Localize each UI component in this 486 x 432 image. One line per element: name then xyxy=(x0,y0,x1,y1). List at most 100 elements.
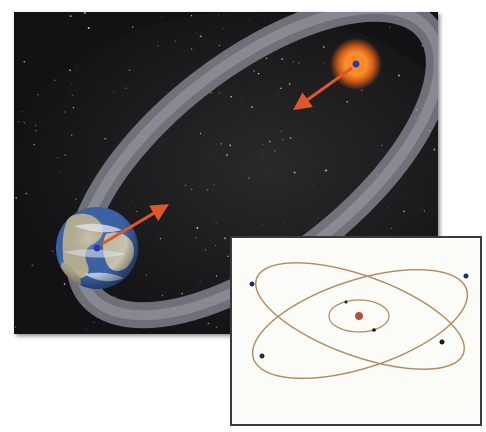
star xyxy=(298,62,300,64)
star xyxy=(207,322,210,325)
star xyxy=(54,79,56,82)
star xyxy=(215,245,217,246)
star xyxy=(390,122,391,124)
star xyxy=(204,249,206,251)
sun xyxy=(330,38,382,90)
star xyxy=(48,57,49,59)
star xyxy=(251,106,253,108)
central-body xyxy=(355,312,363,320)
star xyxy=(85,23,86,25)
star xyxy=(181,292,183,295)
star xyxy=(70,134,73,137)
star xyxy=(213,183,215,186)
star xyxy=(229,144,232,147)
earth xyxy=(56,207,138,289)
star xyxy=(421,45,423,47)
orbiting-body-4 xyxy=(259,353,265,359)
star xyxy=(225,154,228,156)
star xyxy=(237,147,239,148)
star xyxy=(421,207,423,209)
star xyxy=(63,72,65,74)
star xyxy=(108,124,109,126)
star xyxy=(35,124,37,126)
star xyxy=(69,69,71,72)
star xyxy=(114,296,116,298)
star xyxy=(128,69,131,71)
star xyxy=(248,19,250,21)
star xyxy=(14,326,17,328)
star xyxy=(196,33,197,34)
star xyxy=(46,295,47,296)
star xyxy=(433,148,436,151)
star xyxy=(64,111,66,113)
star xyxy=(104,137,106,140)
star xyxy=(153,20,155,22)
star xyxy=(215,222,217,224)
star xyxy=(199,35,202,38)
star xyxy=(280,130,282,132)
star xyxy=(268,140,271,143)
star xyxy=(201,174,203,176)
star xyxy=(219,92,221,94)
star xyxy=(21,121,23,122)
star xyxy=(145,274,148,276)
star xyxy=(69,15,72,17)
star xyxy=(31,264,34,267)
star xyxy=(137,51,139,53)
star xyxy=(18,120,20,123)
star xyxy=(130,125,132,127)
star xyxy=(199,132,202,135)
star xyxy=(280,87,282,90)
star xyxy=(166,92,168,94)
star xyxy=(43,63,45,65)
star xyxy=(191,188,193,190)
star xyxy=(215,326,218,329)
star xyxy=(224,237,226,240)
star xyxy=(265,57,268,59)
star xyxy=(131,26,134,28)
orbiting-body-3 xyxy=(439,339,445,345)
star xyxy=(71,83,73,85)
star xyxy=(218,44,220,47)
outer-orbit-a xyxy=(255,262,465,370)
star xyxy=(23,122,26,124)
star xyxy=(281,138,284,141)
star xyxy=(87,27,90,30)
star xyxy=(322,46,325,48)
star xyxy=(206,189,209,192)
sun-center-dot xyxy=(352,60,360,68)
star xyxy=(25,192,28,195)
star xyxy=(324,63,326,64)
star xyxy=(210,92,212,94)
star xyxy=(35,130,37,132)
star xyxy=(423,210,425,212)
star xyxy=(196,226,199,229)
star xyxy=(248,177,250,179)
star xyxy=(190,186,192,187)
star xyxy=(58,171,60,173)
star xyxy=(223,28,224,30)
star xyxy=(221,192,223,193)
orbiting-body-6 xyxy=(344,300,348,304)
star xyxy=(56,157,59,159)
star xyxy=(387,53,388,54)
star xyxy=(161,294,164,297)
star xyxy=(397,74,400,77)
star xyxy=(33,143,35,146)
inner-orbit xyxy=(328,299,390,333)
earth-center-dot xyxy=(93,244,101,252)
star xyxy=(14,168,15,170)
star xyxy=(293,171,296,174)
star xyxy=(152,176,154,177)
star xyxy=(317,217,319,219)
space-scene-svg xyxy=(14,12,438,334)
star xyxy=(159,237,162,240)
star xyxy=(43,83,45,84)
outer-orbit-b xyxy=(251,268,469,380)
star xyxy=(71,94,74,96)
star xyxy=(21,111,23,113)
star xyxy=(45,46,47,48)
star xyxy=(113,90,114,92)
star xyxy=(262,153,263,155)
star xyxy=(272,135,273,136)
